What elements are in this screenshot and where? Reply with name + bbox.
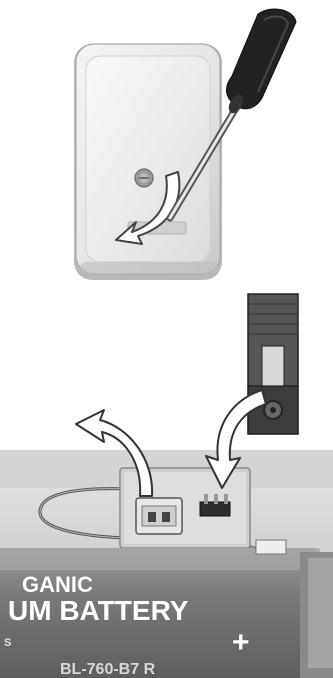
battery-plus-sign: +	[232, 626, 250, 659]
battery-label-line5: S	[4, 637, 11, 649]
battery-clip	[256, 540, 286, 554]
jumper-pins	[200, 494, 230, 516]
battery-jumper-svg: GANIC UM BATTERY + S BL-760-B7 R	[0, 290, 333, 678]
battery-label-line4: BL-760-B7 R	[60, 661, 156, 678]
battery-jumper-illustration: GANIC UM BATTERY + S BL-760-B7 R	[0, 290, 333, 678]
battery-label-line1: GANIC	[22, 572, 93, 597]
cover-screw	[135, 169, 153, 187]
wire-connector	[136, 498, 182, 534]
cover-removal-svg	[0, 0, 333, 290]
jumper-cap	[248, 294, 298, 434]
battery-label-line2: UM BATTERY	[8, 595, 189, 626]
cover-removal-illustration	[0, 0, 333, 290]
